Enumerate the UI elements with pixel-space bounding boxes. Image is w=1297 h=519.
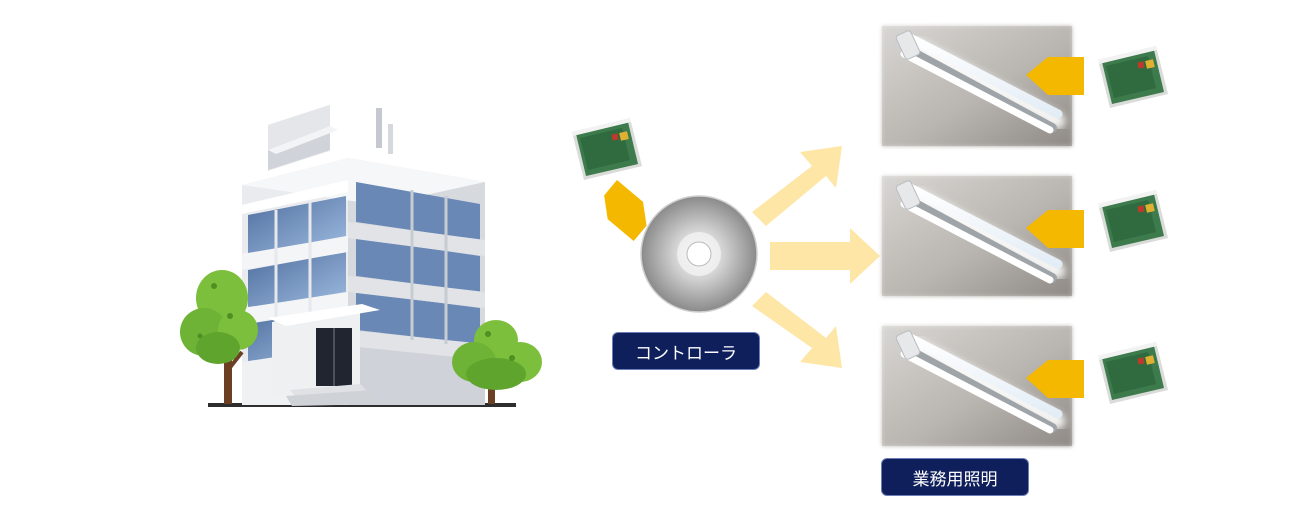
wireless-module-icon [1098,190,1168,252]
connector-tag-icon [604,180,647,242]
arrow-right-icon [770,228,880,284]
wireless-module-icon [572,118,642,180]
commercial-lighting-label: 業務用照明 [881,458,1029,496]
controller-disc-icon [640,195,758,313]
arrow-up-right-icon [752,146,842,226]
wireless-module-icon [1098,46,1168,108]
tree-icon [452,320,542,404]
tree-icon [180,270,258,404]
wireless-module-icon [1098,342,1168,404]
office-building-icon [208,104,516,407]
controller-label: コントローラ [612,332,760,370]
arrow-down-right-icon [752,292,842,368]
